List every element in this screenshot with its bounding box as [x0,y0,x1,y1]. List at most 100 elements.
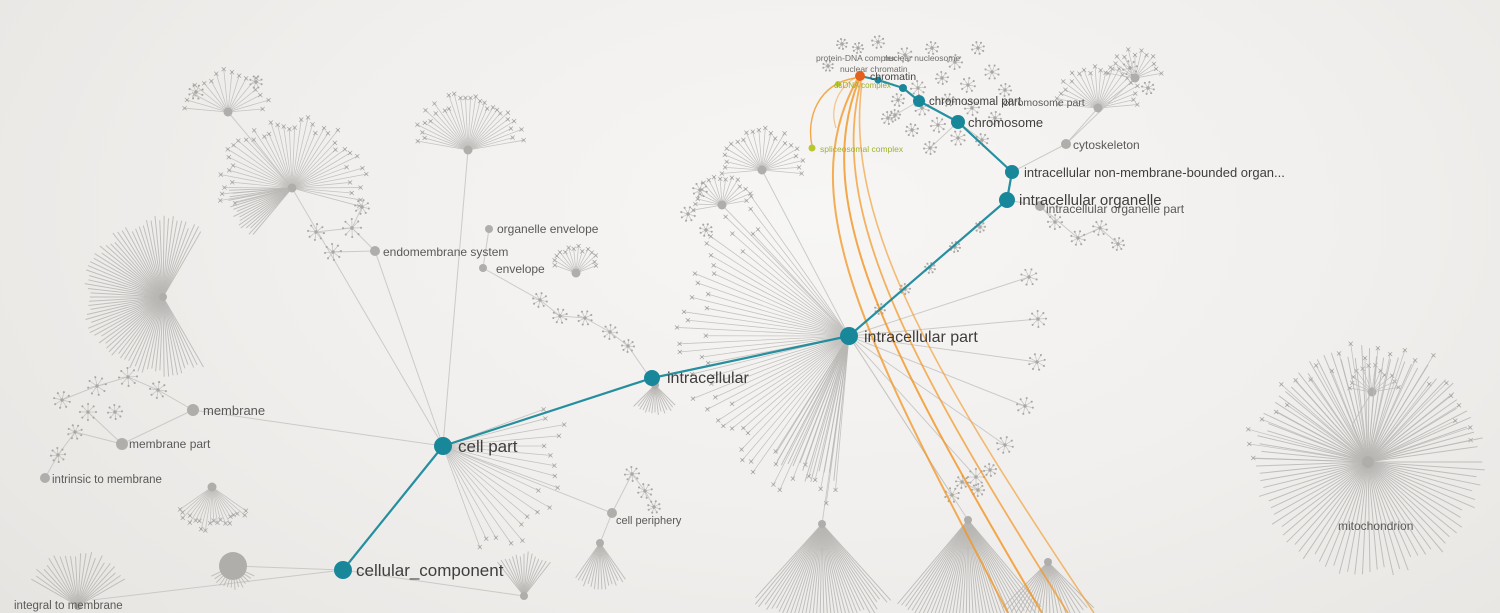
node-chromatin-selected[interactable] [855,71,865,81]
node-cluster-sector[interactable] [31,552,126,610]
graph-node-gray[interactable] [40,473,50,483]
node-cluster-rosette[interactable] [973,220,987,234]
label-nuclear-chromatin[interactable]: nuclear chromatin [840,64,908,74]
label-cell-periphery[interactable]: cell periphery [616,515,682,527]
node-cluster-rosette[interactable] [341,217,363,239]
label-intracellular-organelle[interactable]: intracellular organelle [1019,192,1162,209]
node-intracellular-non-membrane-bounded-organelle[interactable] [1005,165,1019,179]
cluster-center-node[interactable] [74,602,82,610]
label-dsdna-complex[interactable]: dsDNA complex [834,81,891,90]
node-cluster-fan[interactable] [217,115,369,209]
graph-node-gray[interactable] [370,246,380,256]
cluster-center-node[interactable] [757,165,767,175]
node-cluster-rosette[interactable] [949,241,961,253]
graph-node-gray[interactable] [1362,456,1374,468]
node-cluster-sector[interactable] [754,520,892,613]
node-match-green[interactable] [835,81,841,87]
node-cluster-sector[interactable] [897,516,1042,613]
node-cluster-rosette[interactable] [532,292,548,308]
node-cluster-rosette[interactable] [963,99,981,117]
node-cluster-rosette[interactable] [67,424,83,440]
node-cluster-fan[interactable] [1054,64,1140,113]
graph-node-gray[interactable] [479,264,487,272]
node-cluster-fan[interactable] [719,125,806,176]
graph-node-gray[interactable] [485,225,493,233]
node-cluster-rosette[interactable] [988,111,1002,125]
node-cluster-rosette[interactable] [699,223,713,237]
node-cluster-rosette[interactable] [601,323,619,341]
node-cluster-rosette[interactable] [891,93,905,107]
node-cluster-rosette[interactable] [1070,230,1086,246]
node-cluster-sector[interactable] [228,184,296,235]
graph-node-gray[interactable] [607,508,617,518]
cluster-center-node[interactable] [159,293,167,301]
label-cellular-component[interactable]: cellular_component [356,561,504,580]
node-cluster-rosette[interactable] [188,84,204,100]
node-cluster-rosette[interactable] [106,403,124,421]
label-chromosomal-part[interactable]: chromosomal part [929,96,1022,108]
node-cluster-rosette[interactable] [922,140,938,156]
label-chromosome[interactable]: chromosome [968,115,1043,130]
node-cluster-rosette[interactable] [966,467,986,487]
label-chromatin[interactable]: chromatin [870,71,916,83]
node-cluster-rosette[interactable] [1016,397,1034,415]
node-intracellular[interactable] [644,370,660,386]
node-cluster-rosette[interactable] [1028,353,1046,371]
label-endomembrane-system[interactable]: endomembrane system [383,245,508,259]
node-cluster-rosette[interactable] [87,376,107,396]
label-integral-to-membrane[interactable]: integral to membrane [14,600,123,612]
graph-node-gray[interactable] [187,404,199,416]
cluster-center-node[interactable] [1130,73,1140,83]
node-cluster-rosette[interactable] [249,75,263,89]
label-envelope[interactable]: envelope [496,262,545,276]
node-cluster-rosette[interactable] [925,41,939,55]
node-cell-part[interactable] [434,437,452,455]
node-chromosomal-part[interactable] [913,95,925,107]
node-cluster-rosette[interactable] [946,53,964,71]
label-nuclear-nucleosome[interactable]: nuclear nucleosome [884,53,960,63]
node-cluster-rosette[interactable] [1046,213,1064,231]
node-intracellular-part[interactable] [840,327,858,345]
node-cluster-fan[interactable] [182,66,271,117]
node-cluster-rosette[interactable] [934,70,950,86]
node-cluster-rosette[interactable] [117,366,139,388]
label-organelle-envelope[interactable]: organelle envelope [497,222,599,236]
cluster-center-node[interactable] [288,184,296,192]
node-cluster-fan[interactable] [177,482,249,533]
node-cluster-rosette[interactable] [975,133,989,147]
cluster-center-node[interactable] [596,539,604,547]
cluster-center-node[interactable] [717,200,727,210]
node-cluster-rosette[interactable] [49,446,67,464]
cluster-center-node[interactable] [964,516,972,524]
node-cluster-rosette[interactable] [1141,81,1155,95]
cluster-center-node[interactable] [463,145,473,155]
label-cell-part[interactable]: cell part [458,437,518,456]
node-cluster-fan[interactable] [438,407,567,550]
node-cluster-rosette[interactable] [897,47,913,63]
node-cluster-sector[interactable] [497,551,551,600]
cluster-center-node[interactable] [1093,103,1103,113]
label-mitochondrion[interactable]: mitochondrion [1338,519,1413,533]
node-intracellular-organelle[interactable] [999,192,1015,208]
node-cluster-rosette[interactable] [822,60,834,72]
node-cluster-rosette[interactable] [984,64,1000,80]
graph-node-gray[interactable] [116,438,128,450]
node-cluster-sector[interactable] [84,215,204,377]
node-cluster-rosette[interactable] [354,199,370,215]
label-spliceosomal-complex[interactable]: spliceosomal complex [820,144,904,154]
node-cluster-rosette[interactable] [78,402,98,422]
node-cluster-fan[interactable] [552,243,599,278]
node-cluster-rosette[interactable] [997,82,1013,98]
node-cluster-rosette[interactable] [307,223,325,241]
node-chromosome[interactable] [951,115,965,129]
node-cluster-fan[interactable] [415,91,527,155]
node-cluster-rosette[interactable] [1092,220,1108,236]
node-cluster-rosette[interactable] [983,463,997,477]
label-membrane[interactable]: membrane [203,403,265,418]
node-link-2[interactable] [874,76,882,84]
node-cluster-rosette[interactable] [944,487,960,503]
node-cluster-rosette[interactable] [909,79,927,97]
node-cluster-rosette[interactable] [1020,268,1038,286]
node-cellular-component[interactable] [334,561,352,579]
node-cluster-rosette[interactable] [620,338,636,354]
